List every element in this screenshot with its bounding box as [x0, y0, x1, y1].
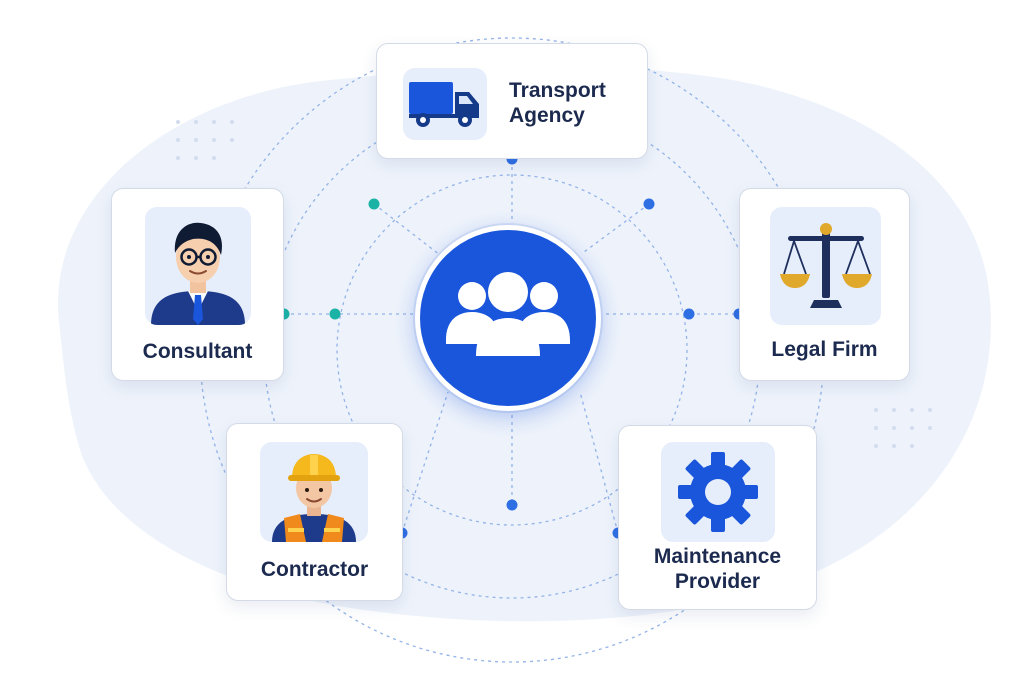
scales-of-justice-icon — [779, 223, 872, 308]
label-line: Maintenance — [653, 545, 782, 568]
truck-icon — [409, 82, 479, 127]
node-dot — [506, 499, 518, 511]
node-dot — [643, 198, 655, 210]
icon-tile — [260, 442, 368, 542]
node-label: Maintenance Provider — [619, 544, 816, 594]
dot-grid-right — [874, 408, 932, 448]
label-line: Provider — [674, 570, 761, 593]
label-line: Transport — [509, 79, 606, 102]
construction-worker-icon — [272, 454, 356, 542]
node-label: Legal Firm — [771, 338, 878, 361]
gear-icon — [678, 452, 758, 532]
node-label: Consultant — [142, 340, 253, 363]
spoke-bottom-right — [579, 391, 619, 534]
icon-tile — [403, 68, 487, 140]
label-line: Agency — [509, 104, 585, 127]
icon-tile — [145, 207, 251, 325]
node-card-transport-agency[interactable]: Transport Agency — [376, 43, 648, 159]
dot-grid-left — [176, 120, 234, 160]
node-card-legal-firm[interactable]: Legal Firm — [739, 188, 910, 381]
node-label: Contractor — [260, 558, 369, 581]
hub-node[interactable] — [415, 225, 601, 411]
node-dot — [329, 308, 341, 320]
node-card-consultant[interactable]: Consultant — [111, 188, 284, 381]
icon-tile — [661, 442, 775, 542]
businessman-icon — [151, 222, 245, 325]
node-label: Transport Agency — [509, 78, 606, 128]
node-card-contractor[interactable]: Contractor — [226, 423, 403, 601]
icon-tile — [770, 207, 881, 325]
users-group-icon — [446, 272, 570, 356]
node-dot — [368, 198, 380, 210]
ring-inner — [336, 174, 688, 526]
node-card-maintenance-provider[interactable]: Maintenance Provider — [618, 425, 817, 610]
node-dot — [683, 308, 695, 320]
